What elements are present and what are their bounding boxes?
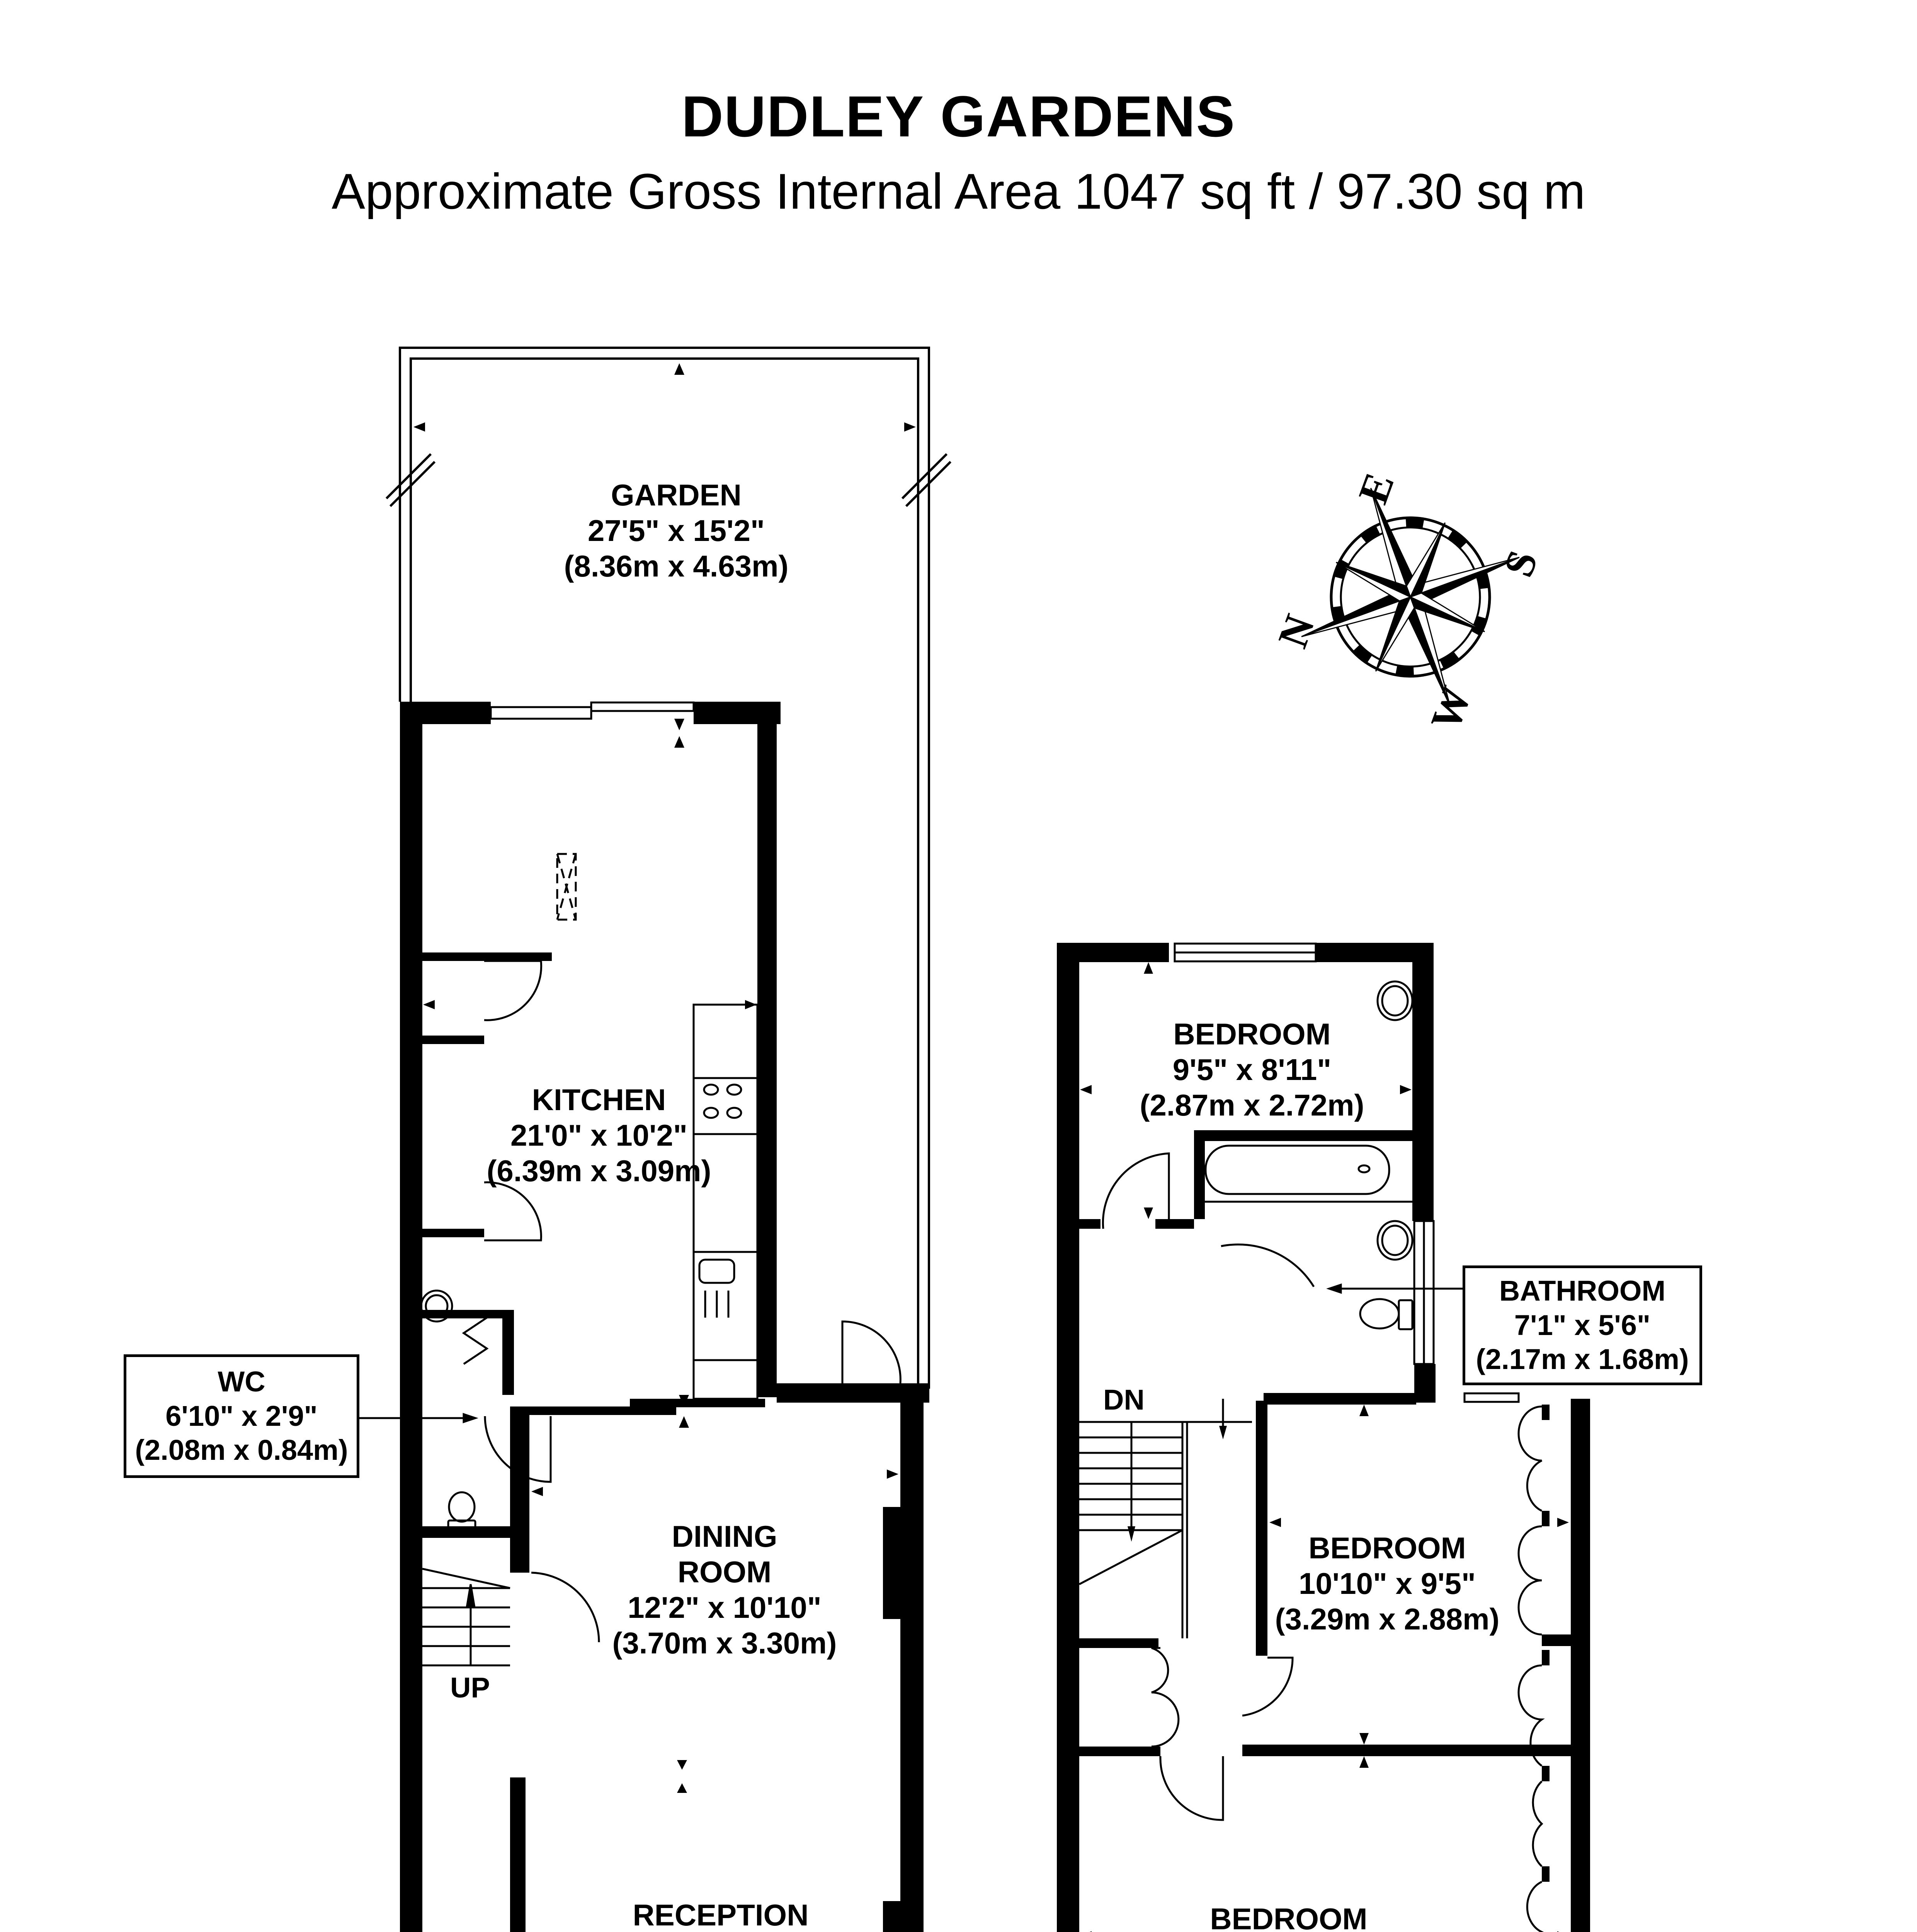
room-name: BEDROOM <box>1173 1017 1331 1051</box>
room-label-bedroom-middle: BEDROOM 10'10" x 9'5" (3.29m x 2.88m) <box>1275 1530 1499 1637</box>
stairs-ground <box>422 1568 510 1667</box>
room-name-line2: ROOM <box>677 1555 772 1589</box>
room-name-line1: RECEPTION <box>633 1898 809 1932</box>
callout-wc: WC 6'10" x 2'9" (2.08m x 0.84m) <box>124 1354 359 1478</box>
room-size-metric: (2.87m x 2.72m) <box>1140 1088 1364 1122</box>
room-label-garden: GARDEN 27'5" x 15'2" (8.36m x 4.63m) <box>564 477 788 584</box>
room-name: BATHROOM <box>1499 1274 1666 1307</box>
room-size-imperial: 27'5" x 15'2" <box>587 514 765 548</box>
wc-fixtures <box>420 1289 476 1531</box>
stairs-first <box>1078 1399 1252 1638</box>
stair-down-label: DN <box>1103 1384 1145 1416</box>
room-size-metric: (3.70m x 3.30m) <box>612 1626 837 1660</box>
room-size-metric: (3.29m x 2.88m) <box>1275 1602 1500 1636</box>
sink-icon <box>698 1259 735 1318</box>
room-name: KITCHEN <box>532 1083 666 1117</box>
room-size-imperial: 10'10" x 9'5" <box>1298 1566 1476 1601</box>
wardrobe-doors <box>1517 1405 1545 1932</box>
room-name-line1: DINING <box>672 1519 777 1553</box>
ground-floor-plan <box>359 347 952 1932</box>
room-label-reception-room: RECEPTION ROOM 13'2" x 12'2" (4.0m x 3.7… <box>617 1897 825 1932</box>
room-size-imperial: 7'1" x 5'6" <box>1514 1309 1651 1341</box>
dimension-arrows <box>413 363 916 1793</box>
room-size-metric: (2.17m x 1.68m) <box>1476 1343 1689 1376</box>
callout-bathroom: BATHROOM 7'1" x 5'6" (2.17m x 1.68m) <box>1463 1265 1702 1385</box>
doors <box>462 960 902 1643</box>
room-size-metric: (2.08m x 0.84m) <box>135 1434 348 1466</box>
garden-boundary <box>385 347 952 1389</box>
first-floor-plan <box>1057 942 1590 1932</box>
room-size-imperial: 21'0" x 10'2" <box>510 1118 688 1153</box>
skylight-icon <box>556 853 577 921</box>
kitchen-units <box>692 1003 759 1400</box>
room-name: GARDEN <box>611 478 742 512</box>
page-title: DUDLEY GARDENS <box>681 84 1236 149</box>
toilet-icon <box>1359 1298 1414 1330</box>
basin-icon <box>1376 980 1414 1261</box>
room-label-bedroom-rear: BEDROOM 9'5" x 8'11" (2.87m x 2.72m) <box>1140 1016 1364 1123</box>
first-floor-walls <box>1057 943 1590 1932</box>
room-size-imperial: 12'2" x 10'10" <box>628 1590 822 1625</box>
ground-floor-walls <box>400 702 929 1932</box>
hob-icon <box>703 1083 742 1119</box>
total-area-subtitle: Approximate Gross Internal Area 1047 sq … <box>332 163 1585 219</box>
room-label-kitchen: KITCHEN 21'0" x 10'2" (6.39m x 3.09m) <box>486 1082 711 1189</box>
room-size-metric: (8.36m x 4.63m) <box>564 549 789 583</box>
room-size-imperial: 9'5" x 8'11" <box>1172 1053 1332 1087</box>
bath-icon <box>1204 1145 1412 1203</box>
room-name: BEDROOM <box>1308 1531 1466 1565</box>
room-label-dining-room: DINING ROOM 12'2" x 10'10" (3.70m x 3.30… <box>612 1519 837 1661</box>
wc-leader-line <box>359 1413 478 1423</box>
room-label-bedroom-front: BEDROOM 15'0" x 13'2" (4.58m x 4.02m) <box>1176 1901 1401 1932</box>
stair-up-label: UP <box>450 1672 490 1704</box>
room-size-metric: (6.39m x 3.09m) <box>486 1154 711 1188</box>
compass-rose-icon <box>1301 488 1520 706</box>
room-name: WC <box>218 1365 265 1398</box>
room-name: BEDROOM <box>1210 1902 1368 1932</box>
room-size-imperial: 6'10" x 2'9" <box>165 1400 318 1432</box>
first-floor-doors <box>1102 1152 1315 1821</box>
